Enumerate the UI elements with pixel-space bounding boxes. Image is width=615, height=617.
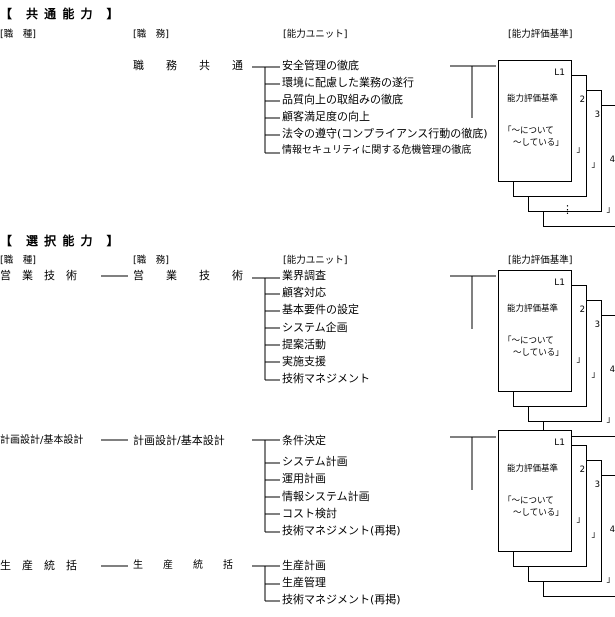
duty-sales-engineering: 営 業 技 術 [133, 269, 243, 282]
card-level-label: 2 [579, 305, 585, 315]
card-quote-mark: 」 [606, 205, 615, 215]
section-heading-selective: 【 選 択 能 力 】 [0, 234, 120, 248]
unit-item: 情報システム計画 [282, 490, 370, 503]
header-standard: [能力評価基準] [508, 255, 573, 266]
unit-item: 生産管理 [282, 576, 326, 589]
section-heading-common: 【 共 通 能 力 】 [0, 7, 120, 21]
card-quote-mark: 」 [576, 355, 585, 365]
unit-item: 技術マネジメント [282, 372, 370, 385]
standard-card-front: L1 能力評価基準「～について ～している」 [498, 430, 572, 552]
header-duty: [職 務] [133, 255, 169, 266]
job-production-management: 生 産 統 括 [0, 559, 77, 572]
header-job: [職 種] [0, 255, 36, 266]
unit-item: 環境に配慮した業務の遂行 [282, 76, 414, 89]
card-quote-mark: 」 [606, 415, 615, 425]
card-level-label: 3 [594, 110, 600, 120]
card-text-line: ～している」 [513, 508, 564, 518]
card-text-line: ～している」 [513, 138, 564, 148]
header-duty: [職 務] [133, 29, 169, 40]
card-level-label: 2 [579, 95, 585, 105]
card-level-label: L1 [554, 68, 565, 78]
card-level-label: 4 [609, 155, 615, 165]
card-level-label: 3 [594, 480, 600, 490]
card-quote-mark: 」 [591, 530, 600, 540]
card-level-label: 3 [594, 320, 600, 330]
unit-item: 技術マネジメント(再掲) [282, 593, 401, 606]
unit-item: 顧客対応 [282, 286, 326, 299]
unit-item: 業界調査 [282, 269, 326, 282]
unit-item: 基本要件の設定 [282, 303, 359, 316]
card-quote-mark: 」 [576, 515, 585, 525]
card-quote-mark: 」 [576, 145, 585, 155]
card-text-line: 「～について [503, 126, 554, 136]
unit-item: コスト検討 [282, 507, 337, 520]
unit-item: 技術マネジメント(再掲) [282, 524, 401, 537]
duty-production-management: 生 産 統 括 [133, 560, 233, 571]
card-text-line: ～している」 [513, 348, 564, 358]
standard-card-front: L1 能力評価基準「～について ～している」 [498, 270, 572, 392]
unit-item: 提案活動 [282, 338, 326, 351]
card-level-label: L1 [554, 438, 565, 448]
job-planning-design: 計画設計/基本設計 [0, 435, 84, 446]
header-job: [職 種] [0, 29, 36, 40]
unit-item: 条件決定 [282, 434, 326, 447]
card-level-label: 4 [609, 365, 615, 375]
header-unit: [能力ユニット] [283, 255, 348, 266]
card-level-label: 4 [609, 525, 615, 535]
job-sales-engineering: 営 業 技 術 [0, 269, 77, 282]
unit-item: 情報セキュリティに関する危機管理の徹底 [282, 145, 472, 156]
unit-item: システム企画 [282, 321, 348, 334]
unit-item: 生産計画 [282, 559, 326, 572]
standard-card-front: L1 能力評価基準「～について ～している」 [498, 60, 572, 182]
header-standard: [能力評価基準] [508, 29, 573, 40]
card-level-label: L1 [554, 278, 565, 288]
ellipsis-marker: ⋮ [562, 203, 573, 216]
unit-item: 安全管理の徹底 [282, 59, 359, 72]
unit-item: 品質向上の取組みの徹底 [282, 93, 403, 106]
unit-item: 法令の遵守(コンプライアンス行動の徹底) [282, 127, 488, 140]
unit-item: 実施支援 [282, 355, 326, 368]
card-quote-mark: 」 [591, 370, 600, 380]
card-title: 能力評価基準 [507, 304, 559, 314]
header-unit: [能力ユニット] [283, 29, 348, 40]
duty-common: 職 務 共 通 [133, 59, 243, 72]
card-quote-mark: 」 [591, 160, 600, 170]
card-text-line: 「～について [503, 336, 554, 346]
card-level-label: 2 [579, 465, 585, 475]
card-title: 能力評価基準 [507, 464, 559, 474]
duty-planning-design: 計画設計/基本設計 [133, 434, 225, 447]
unit-item: 顧客満足度の向上 [282, 110, 370, 123]
unit-item: システム計画 [282, 455, 348, 468]
card-quote-mark: 」 [606, 575, 615, 585]
card-text-line: 「～について [503, 496, 554, 506]
unit-item: 運用計画 [282, 472, 326, 485]
card-title: 能力評価基準 [507, 94, 559, 104]
